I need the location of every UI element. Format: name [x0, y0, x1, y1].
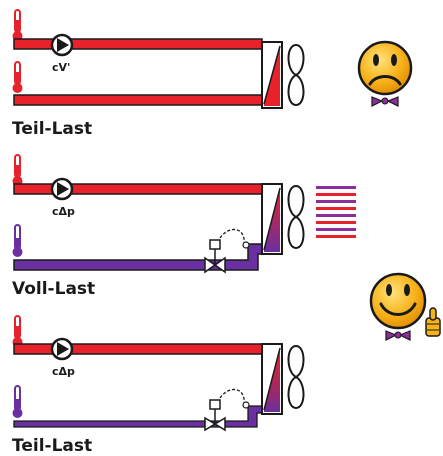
- pump-icon: [50, 177, 74, 201]
- thermometer-icon: [12, 315, 23, 347]
- thermometer-icon: [12, 224, 23, 257]
- fan-icon: [287, 344, 305, 410]
- happy-face-icon: [369, 272, 441, 341]
- return-pipe: [13, 94, 263, 106]
- heat-exchanger: [261, 343, 283, 415]
- thumbs-up-icon: [425, 307, 441, 337]
- section-2: cΔp: [12, 154, 356, 299]
- pump-label: cV': [52, 61, 70, 74]
- sad-face-icon: [357, 40, 413, 107]
- state-label: Teil-Last: [12, 119, 92, 139]
- heat-output-lines: [316, 186, 356, 238]
- section-3: cΔp Teil-Last: [12, 315, 305, 456]
- thermometer-icon: [12, 61, 23, 93]
- heat-exchanger: [261, 41, 283, 109]
- pump-icon: [50, 33, 74, 57]
- fan-icon: [287, 43, 305, 107]
- thermometer-icon: [12, 9, 23, 41]
- pump-label: cΔp: [52, 205, 75, 218]
- valve-icon: [204, 388, 250, 432]
- thermometer-icon: [12, 154, 23, 186]
- state-label: Teil-Last: [12, 436, 92, 456]
- fan-icon: [287, 184, 305, 250]
- thermometer-icon: [12, 385, 23, 418]
- state-label: Voll-Last: [12, 279, 95, 299]
- pump-label: cΔp: [52, 365, 75, 378]
- section-1: cV' Teil-Last: [12, 9, 413, 139]
- valve-icon: [204, 228, 250, 274]
- pump-icon: [50, 337, 74, 361]
- heat-exchanger: [261, 183, 283, 255]
